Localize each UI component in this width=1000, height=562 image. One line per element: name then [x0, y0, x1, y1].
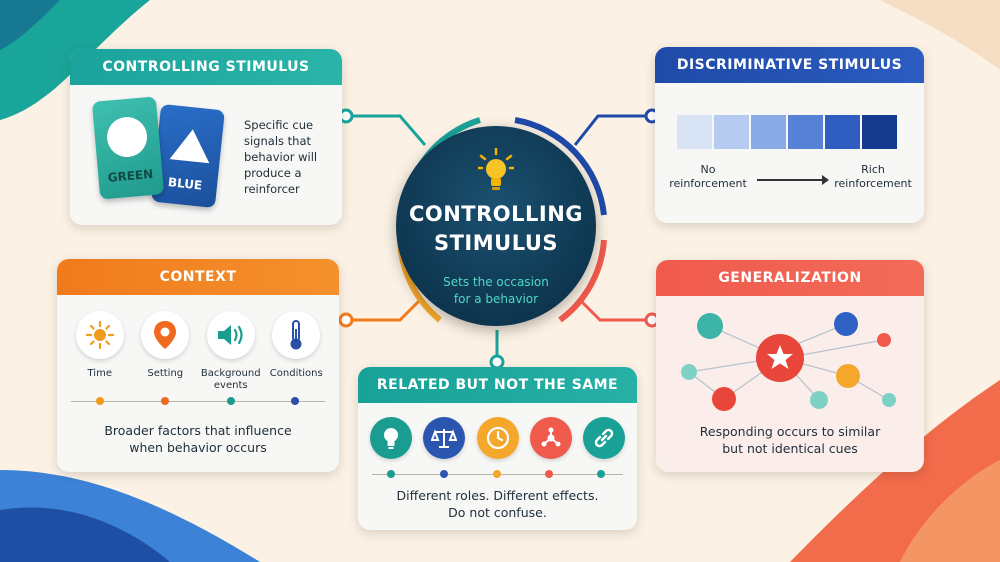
card-description: Different roles. Different effects. Do n… — [368, 487, 627, 521]
thermometer-icon — [272, 311, 321, 359]
label-line: Conditions — [269, 368, 323, 379]
location-pin-icon — [141, 311, 190, 359]
context-item-conditions: Conditions — [264, 311, 330, 392]
timeline-dot — [545, 470, 553, 478]
hub-subtitle: Sets the occasion for a behavior — [416, 274, 576, 308]
card-header: DISCRIMINATIVE STIMULUS — [655, 47, 924, 83]
clock-icon — [476, 417, 519, 459]
description-line: Broader factors that influence — [104, 423, 292, 438]
hub-title-line1: CONTROLLING — [408, 202, 584, 226]
description-line: but not identical cues — [722, 441, 858, 456]
lightbulb-icon — [478, 148, 514, 190]
label-line: Time — [87, 368, 112, 379]
description-line: when behavior occurs — [129, 440, 267, 455]
context-item-time: Time — [67, 311, 133, 392]
context-label: Background events — [198, 368, 264, 392]
scales-icon — [423, 417, 466, 459]
card-header: CONTEXT — [57, 259, 339, 295]
green-flashcard: GREEN — [91, 96, 165, 200]
timeline-dot — [96, 397, 104, 405]
central-hub: CONTROLLING STIMULUS Sets the occasion f… — [396, 126, 596, 326]
circle-icon — [105, 115, 149, 159]
card-header: CONTROLLING STIMULUS — [70, 49, 342, 85]
card-description: Broader factors that influence when beha… — [67, 422, 329, 456]
gradient-swatch — [825, 115, 860, 149]
intensity-gradient — [677, 115, 897, 149]
flashcard-label: GREEN — [107, 166, 154, 185]
gradient-right-label: Rich reinforcement — [827, 163, 919, 191]
timeline-dot — [227, 397, 235, 405]
timeline-dot — [161, 397, 169, 405]
card-header: RELATED BUT NOT THE SAME — [358, 367, 637, 403]
context-label: Setting — [133, 368, 199, 380]
related-icons — [370, 417, 625, 459]
sun-icon — [75, 311, 124, 359]
gradient-left-label: No reinforcement — [663, 163, 753, 191]
hub-subtitle-line1: Sets the occasion — [443, 275, 549, 289]
context-item-background-events: Background events — [198, 311, 264, 392]
timeline-line — [71, 401, 325, 402]
gradient-swatch — [714, 115, 749, 149]
timeline-dot — [597, 470, 605, 478]
label-line: No — [700, 163, 716, 176]
timeline-dot — [493, 470, 501, 478]
label-line: events — [213, 380, 248, 391]
description-line: Responding occurs to similar — [699, 424, 881, 439]
context-label: Time — [67, 368, 133, 380]
gradient-swatch — [862, 115, 897, 149]
card-description: Specific cue signals that behavior will … — [244, 118, 318, 196]
triangle-icon — [169, 127, 213, 164]
context-label: Conditions — [264, 368, 330, 380]
blue-flashcard: BLUE — [151, 103, 225, 209]
network-icon — [529, 417, 572, 459]
hub-subtitle-line2: for a behavior — [453, 292, 539, 306]
arrow-right-icon — [757, 175, 829, 185]
context-card: CONTEXT Time — [57, 259, 339, 472]
controlling-stimulus-card: CONTROLLING STIMULUS BLUE GREEN Specific… — [70, 49, 342, 225]
label-line: Background — [200, 368, 261, 379]
label-line: Setting — [147, 368, 184, 379]
hub-title-line2: STIMULUS — [433, 231, 559, 255]
speaker-icon — [206, 311, 255, 359]
gradient-swatch — [751, 115, 786, 149]
timeline-dot — [291, 397, 299, 405]
gradient-swatch — [677, 115, 712, 149]
label-line: reinforcement — [669, 177, 747, 190]
gradient-swatch — [788, 115, 823, 149]
label-line: reinforcement — [834, 177, 912, 190]
card-description: Responding occurs to similar but not ide… — [666, 423, 914, 457]
generalization-card: GENERALIZATION Responding occurs to simi… — [656, 260, 924, 472]
context-item-setting: Setting — [133, 311, 199, 392]
context-items: Time Setting Back — [67, 311, 329, 392]
card-header: GENERALIZATION — [656, 260, 924, 296]
hub-title: CONTROLLING STIMULUS — [396, 200, 596, 258]
label-line: Rich — [861, 163, 885, 176]
lightbulb-icon — [370, 417, 412, 459]
discriminative-stimulus-card: DISCRIMINATIVE STIMULUS No reinforcement… — [655, 47, 924, 223]
generalization-network — [681, 312, 896, 411]
related-card: RELATED BUT NOT THE SAME Different roles… — [358, 367, 637, 530]
description-line: Different roles. Different effects. — [396, 488, 599, 503]
link-icon — [583, 417, 625, 459]
timeline-dot — [440, 470, 448, 478]
timeline-dot — [387, 470, 395, 478]
description-line: Do not confuse. — [448, 505, 547, 520]
